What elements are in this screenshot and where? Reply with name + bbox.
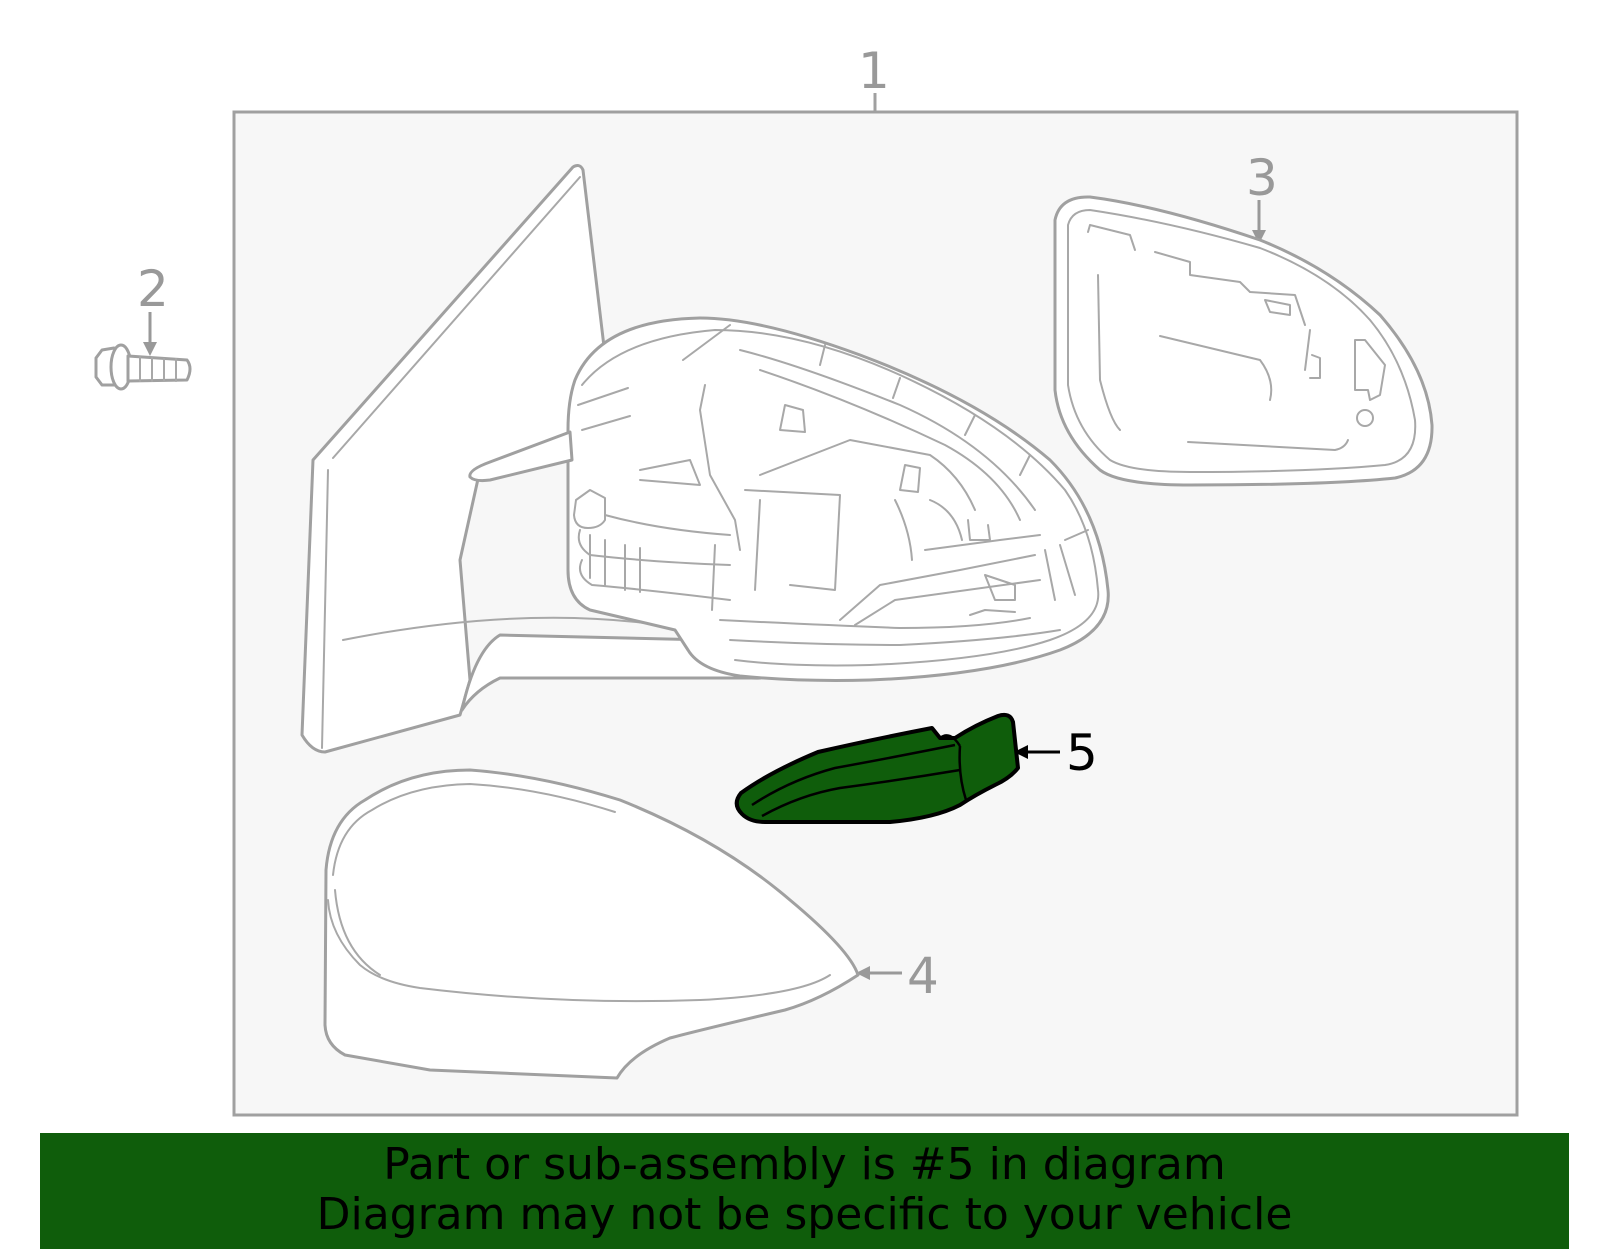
info-banner: Part or sub-assembly is #5 in diagram Di…	[40, 1133, 1569, 1249]
mirror-cover-part-4	[323, 768, 860, 1080]
callout-3-arrow	[1252, 200, 1266, 244]
mirror-assembly-part-1	[300, 164, 1110, 754]
turn-signal-lamp-part-5	[734, 712, 1020, 824]
callout-1-label: 1	[858, 42, 890, 100]
callout-3-label: 3	[1246, 149, 1278, 207]
callout-2-label: 2	[137, 260, 169, 318]
mirror-glass-part-3	[1053, 195, 1434, 487]
callout-2-arrow	[143, 312, 157, 356]
callout-5-label: 5	[1066, 724, 1098, 782]
callout-4-arrow	[856, 966, 902, 980]
callout-4-label: 4	[907, 947, 939, 1005]
banner-line-2: Diagram may not be specific to your vehi…	[316, 1189, 1293, 1240]
callout-5-arrow	[1014, 745, 1060, 759]
banner-line-1: Part or sub-assembly is #5 in diagram	[383, 1139, 1226, 1190]
bolt-part-2	[94, 343, 192, 391]
